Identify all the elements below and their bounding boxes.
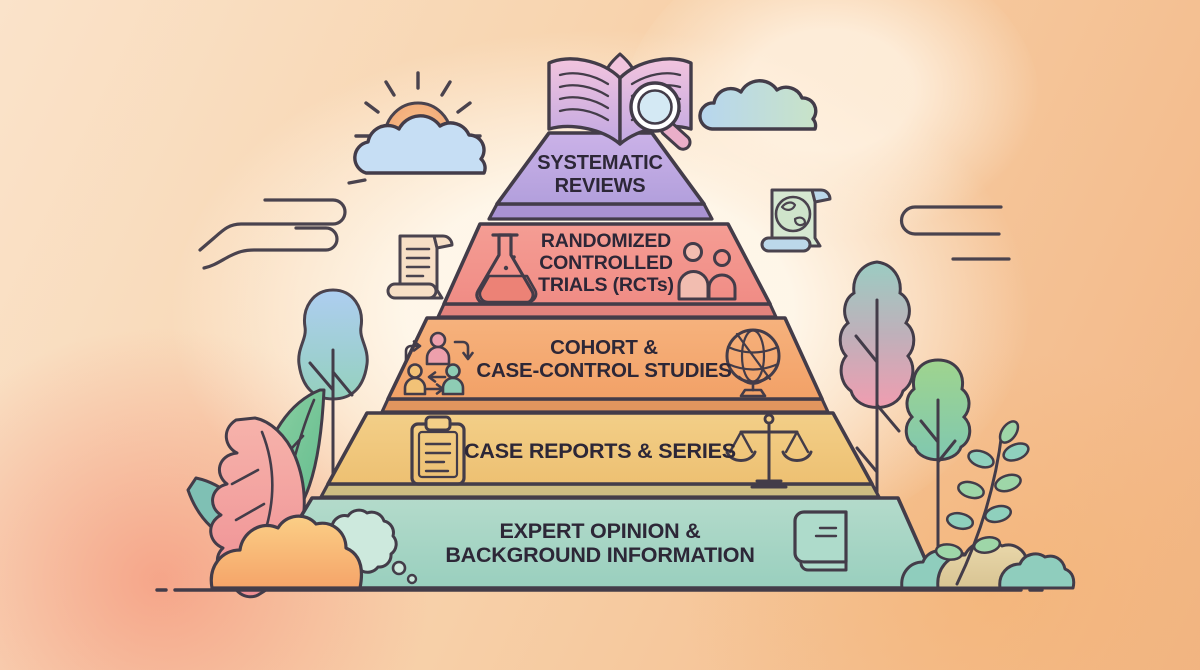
label-expert-opinion: EXPERT OPINION & BACKGROUND INFORMATION xyxy=(360,519,840,568)
scroll-icon xyxy=(386,234,454,300)
label-line: BACKGROUND INFORMATION xyxy=(445,543,755,568)
label-line: COHORT & xyxy=(550,336,658,359)
branch-leaves xyxy=(934,420,1030,586)
wind-lines-right xyxy=(899,205,1011,261)
magnifier-icon xyxy=(629,81,692,151)
scales-icon xyxy=(725,413,813,489)
people-cycle-icon xyxy=(403,331,474,396)
label-case-reports: CASE REPORTS & SERIES xyxy=(418,439,782,463)
label-line: SYSTEMATIC xyxy=(537,152,663,174)
clipboard-icon xyxy=(410,415,466,486)
label-line: CONTROLLED xyxy=(539,252,673,275)
cloud-right-icon xyxy=(698,79,818,131)
cloud-left-icon xyxy=(353,114,487,175)
bush-teal-right xyxy=(998,552,1076,590)
people-pair-icon xyxy=(677,242,737,301)
label-line: CASE REPORTS & SERIES xyxy=(464,439,736,463)
label-line: REVIEWS xyxy=(554,174,646,197)
open-book-magnifier-icon xyxy=(547,52,693,151)
wind-lines-left xyxy=(198,178,367,270)
label-line: CASE-CONTROL STUDIES xyxy=(476,359,732,383)
label-line: RANDOMIZED xyxy=(540,230,672,252)
label-line: EXPERT OPINION & xyxy=(499,519,701,543)
flask-icon xyxy=(475,233,538,305)
desk-globe-icon xyxy=(725,328,781,398)
label-rcts: RANDOMIZED CONTROLLED TRIALS (RCTs) xyxy=(468,230,744,296)
scroll-globe-icon xyxy=(760,188,832,253)
bush-orange xyxy=(209,514,364,590)
label-cohort: COHORT & CASE-CONTROL STUDIES xyxy=(428,336,780,382)
label-line: TRIALS (RCTs) xyxy=(538,274,674,297)
closed-book-icon xyxy=(793,510,848,572)
label-systematic-reviews: SYSTEMATIC REVIEWS xyxy=(502,152,698,197)
